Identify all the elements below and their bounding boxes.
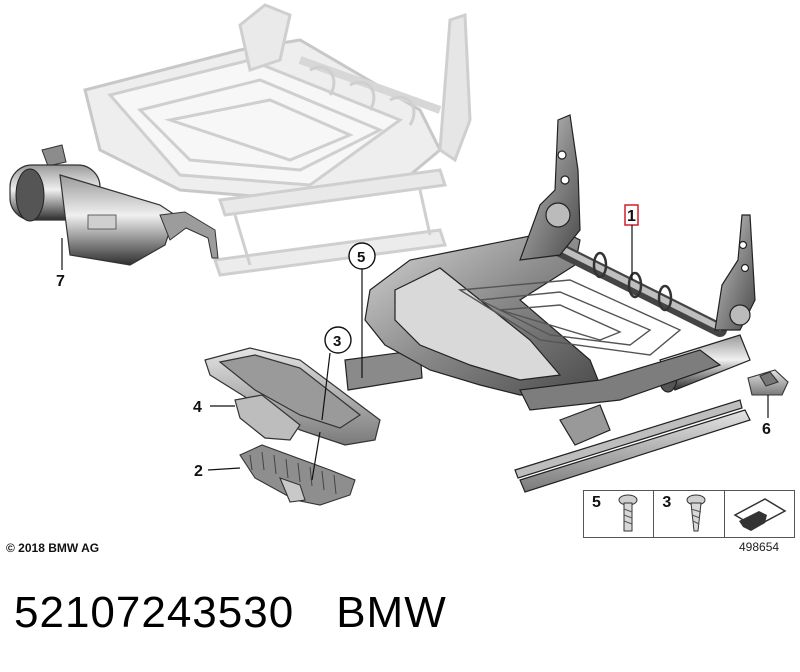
callout-5: 5 (357, 249, 365, 266)
legend-number-5: 5 (592, 494, 601, 511)
leader-line-3b (311, 431, 321, 481)
part-2-ribbed-pad (239, 444, 356, 506)
footer-caption: 52107243530 BMW (14, 588, 447, 638)
callout-2: 2 (194, 463, 203, 480)
mounting-direction-icon (733, 498, 787, 531)
screw-legend: 5 3 (583, 490, 795, 538)
callout-6: 6 (762, 421, 771, 438)
callout-4: 4 (193, 399, 202, 416)
leader-line-3 (321, 352, 331, 421)
part-1-seat-frame (344, 114, 756, 493)
ghost-seat-frame (83, 3, 472, 277)
part-6-clip (747, 369, 789, 396)
brand-name: BMW (336, 588, 447, 637)
legend-cell-mounting-symbol (725, 491, 794, 537)
part-4-lower-bracket (234, 394, 301, 441)
diagram-number: 498654 (739, 540, 780, 554)
part-7-seat-motor (9, 144, 219, 266)
callout-3: 3 (333, 333, 341, 350)
copyright-notice: © 2018 BMW AG (6, 541, 100, 555)
callout-3-circle (324, 326, 352, 354)
legend-cell-screw-3: 3 (654, 491, 725, 537)
callout-1: 1 (627, 208, 636, 225)
part-number: 52107243530 (14, 588, 295, 637)
screw-3-icon (686, 494, 706, 532)
part-3-cover-plate (204, 347, 381, 446)
screw-5-icon (618, 494, 638, 532)
leader-line-2 (207, 467, 241, 471)
callout-7: 7 (56, 273, 65, 290)
legend-number-3: 3 (662, 494, 672, 511)
legend-cell-screw-5: 5 (584, 491, 655, 537)
